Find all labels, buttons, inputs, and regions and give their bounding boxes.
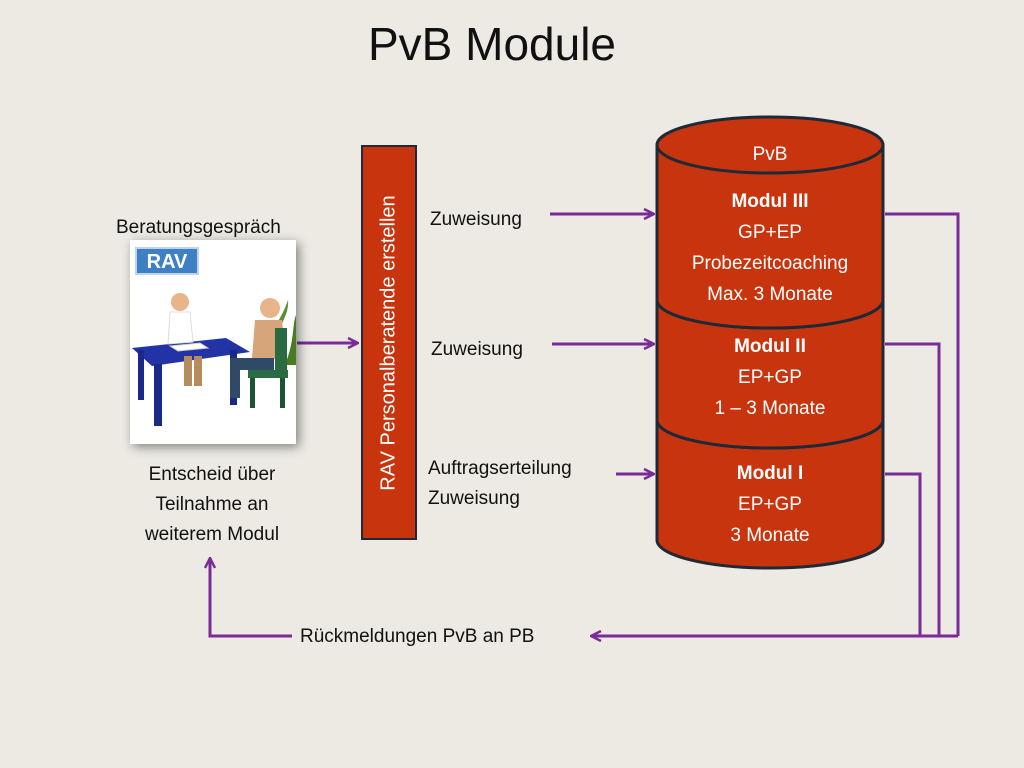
auftrag-line-1: Auftragserteilung	[428, 458, 572, 479]
consultation-illustration: RAV	[132, 247, 296, 426]
return-line-modul-2	[885, 342, 941, 636]
auftrag-line-2: Zuweisung	[428, 488, 520, 509]
page-title: PvB Module	[367, 18, 616, 70]
entscheid-line-2: Teilnahme an	[155, 494, 269, 515]
zuweisung-label-2: Zuweisung	[431, 339, 523, 360]
rueckmeldungen-label: Rückmeldungen PvB an PB	[300, 626, 535, 647]
consultation-photo: RAV	[130, 240, 296, 444]
modul-1-line-1: EP+GP	[738, 494, 802, 515]
modul-2-line-2: 1 – 3 Monate	[714, 398, 826, 419]
modul-1-block: Modul I EP+GP 3 Monate	[657, 458, 883, 551]
entscheid-label: Entscheid über Teilnahme an weiterem Mod…	[112, 460, 312, 550]
cylinder-segment-modul-2	[655, 298, 885, 450]
zuweisung-label-1: Zuweisung	[430, 209, 522, 230]
rav-logo-text: RAV	[147, 251, 188, 273]
modul-2-line-1: EP+GP	[738, 367, 802, 388]
cylinder-segment-modul-3	[655, 143, 885, 330]
modul-3-title: Modul III	[731, 191, 809, 212]
cylinder-top	[655, 115, 885, 175]
return-line-modul-3	[885, 212, 960, 636]
cylinder-top-label: PvB	[752, 144, 788, 165]
modul-3-line-3: Max. 3 Monate	[707, 284, 833, 305]
entscheid-line-1: Entscheid über	[148, 464, 276, 485]
return-line-modul-1	[885, 472, 922, 636]
modul-2-block: Modul II EP+GP 1 – 3 Monate	[657, 331, 883, 424]
modul-3-line-1: GP+EP	[738, 222, 802, 243]
entscheid-line-3: weiterem Modul	[144, 524, 280, 545]
beratungsgespraech-label: Beratungsgespräch	[116, 217, 281, 238]
arrow-feedback-to-decision	[210, 559, 292, 638]
modul-1-title: Modul I	[736, 463, 804, 484]
modul-3-line-2: Probezeitcoaching	[691, 253, 849, 274]
cylinder-segment-modul-1	[655, 418, 885, 570]
modul-3-block: Modul III GP+EP Probezeitcoaching Max. 3…	[657, 186, 883, 310]
bar-label: RAV Personalberatende erstellen	[377, 194, 400, 491]
pvb-cylinder	[655, 115, 885, 570]
auftrag-label: Auftragserteilung Zuweisung	[428, 454, 572, 514]
rav-personalberatende-bar: RAV Personalberatende erstellen	[361, 145, 417, 540]
modul-2-title: Modul II	[734, 336, 806, 357]
modul-1-line-2: 3 Monate	[730, 525, 810, 546]
